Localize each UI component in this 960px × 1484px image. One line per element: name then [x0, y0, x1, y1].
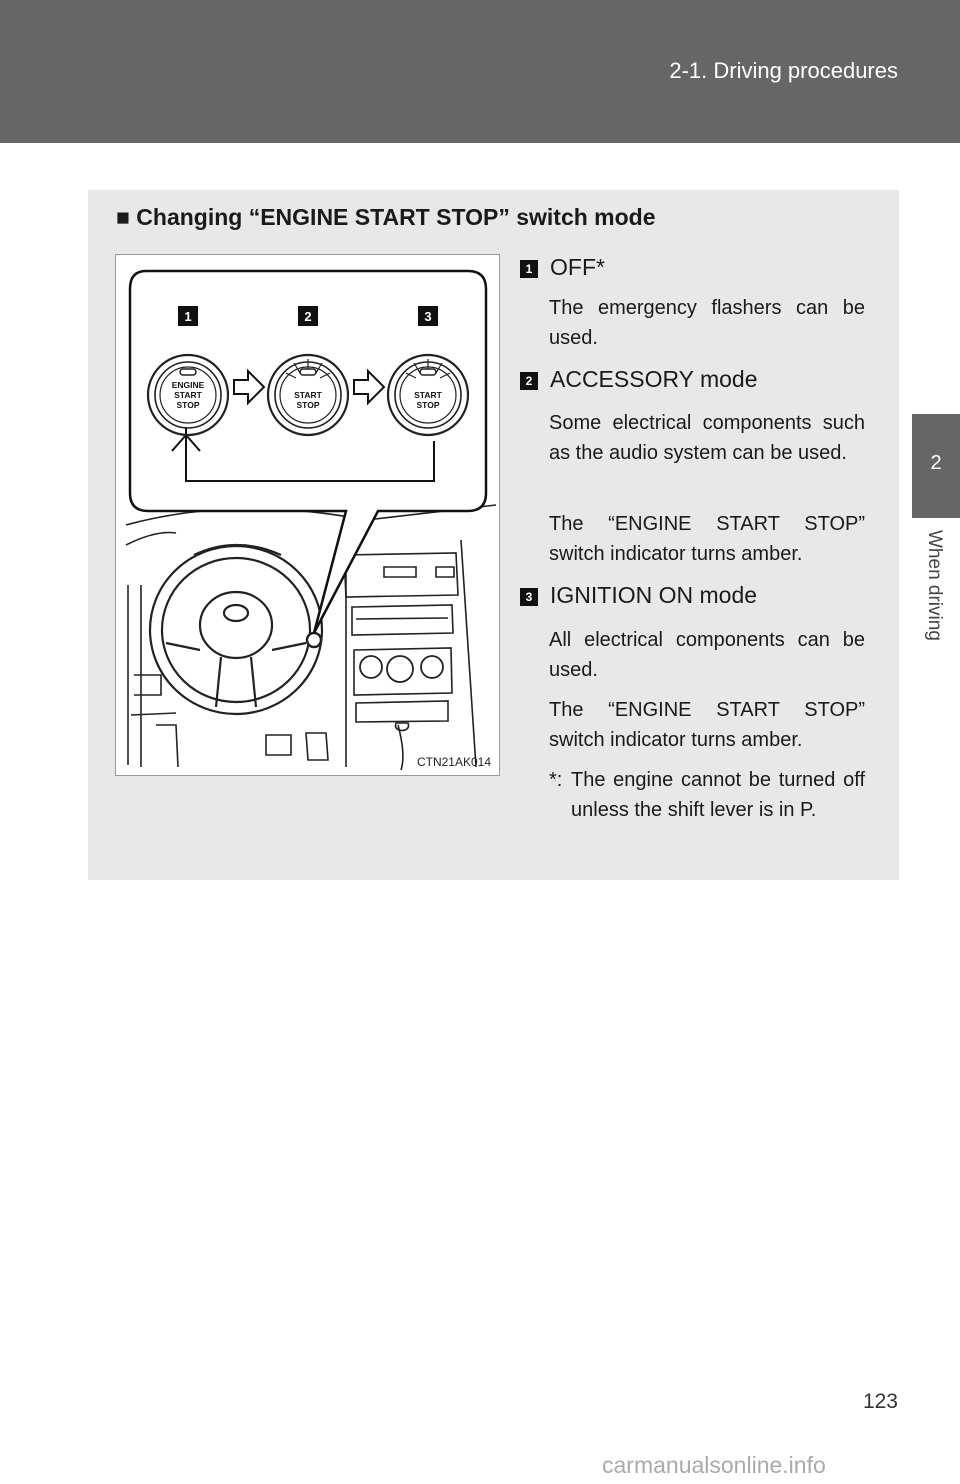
chapter-label: When driving — [924, 530, 945, 641]
footer-watermark: carmanualsonline.info — [602, 1452, 826, 1478]
page-header: 2-1. Driving procedures — [0, 0, 960, 143]
figure-callout-box-1 — [178, 306, 198, 326]
mode-ignition-description: All electrical components can be used. — [549, 629, 865, 681]
figure-callout-3: 3 — [424, 309, 431, 324]
mode-title: IGNITION ON mode — [550, 582, 758, 608]
chapter-number: 2 — [930, 452, 942, 474]
footnote-text: The engine cannot be turned off unless t… — [571, 769, 865, 821]
mode-ignition-indicator-note: The “ENGINE START STOP” switch indicator… — [549, 699, 865, 751]
switch-mode-illustration: ENGINE START STOP START STOP START STOP … — [115, 254, 500, 776]
chapter-tab: 2 — [912, 414, 960, 518]
button1-text-3: STOP — [177, 400, 200, 410]
mode-accessory-description: Some electrical components such as the a… — [549, 412, 865, 464]
section-breadcrumb: 2-1. Driving procedures — [669, 58, 898, 83]
page-number: 123 — [862, 1390, 898, 1413]
figure-callout-2: 2 — [304, 309, 311, 324]
footnote-mark: *: — [549, 769, 563, 791]
button1-text-2: START — [174, 390, 203, 400]
figure-callout-1: 1 — [184, 309, 191, 324]
button3-text-3: STOP — [417, 400, 440, 410]
figure-callout-box-2 — [298, 306, 318, 326]
mode-number-badge: 1 — [520, 260, 538, 278]
button1-text-1: ENGINE — [172, 380, 205, 390]
mode-title: OFF* — [550, 254, 605, 280]
figure-code: CTN21AK014 — [416, 755, 491, 769]
section-title: ■ Changing “ENGINE START STOP” switch mo… — [116, 204, 656, 230]
mode-off-description: The emergency flashers can be used. — [549, 297, 865, 349]
mode-accessory-indicator-note: The “ENGINE START STOP” switch indicator… — [549, 513, 865, 565]
figure-callout-box-3 — [418, 306, 438, 326]
button2-text-2: START — [294, 390, 323, 400]
mode-number-badge: 3 — [520, 588, 538, 606]
mode-number-badge: 2 — [520, 372, 538, 390]
mode-title: ACCESSORY mode — [550, 366, 758, 392]
button3-text-2: START — [414, 390, 443, 400]
button2-text-3: STOP — [297, 400, 320, 410]
